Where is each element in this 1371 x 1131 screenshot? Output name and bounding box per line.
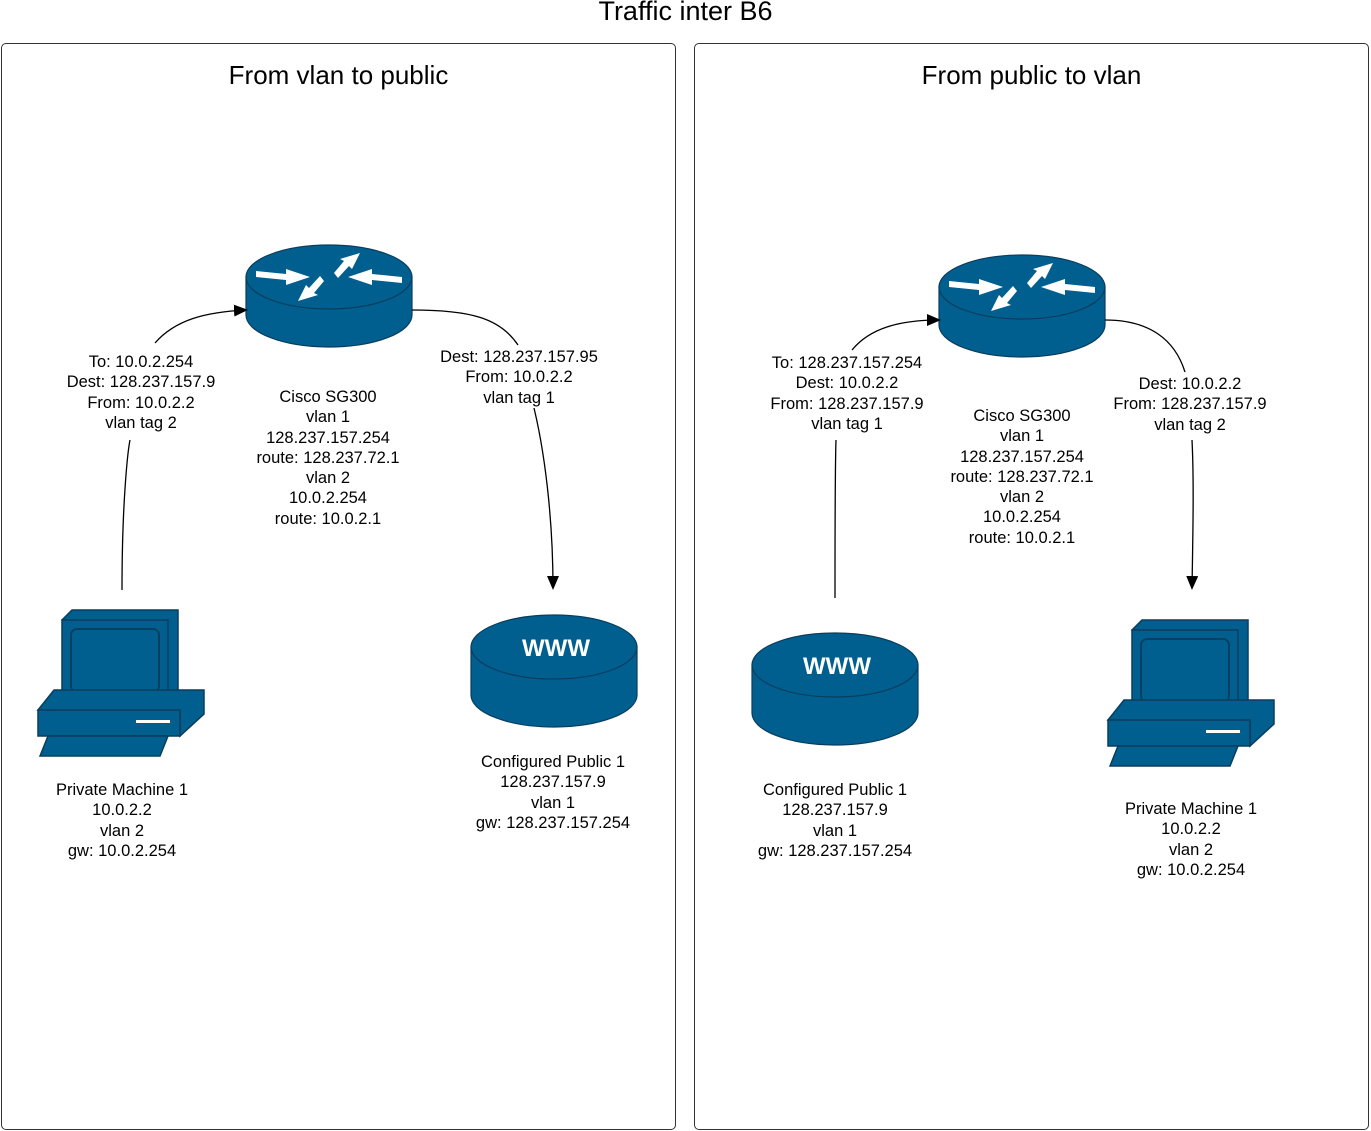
connector-line bbox=[411, 309, 519, 346]
connector-line bbox=[121, 439, 131, 591]
diagram-title: Traffic inter B6 bbox=[598, 0, 773, 26]
connector-arrow bbox=[154, 304, 248, 344]
destination-device-label: Private Machine 1 10.0.2.2 vlan 2 gw: 10… bbox=[1124, 800, 1258, 879]
connector-arrow bbox=[851, 314, 941, 351]
connector-arrow bbox=[1186, 439, 1199, 590]
panel-public-to-vlan bbox=[694, 43, 1369, 1130]
connector-arrow bbox=[531, 399, 559, 590]
computer-icon bbox=[1107, 619, 1275, 767]
outbound-edge-label: Dest: 128.237.157.95 From: 10.0.2.2 vlan… bbox=[437, 347, 601, 408]
inbound-edge-label: To: 10.0.2.254 Dest: 128.237.157.9 From:… bbox=[63, 352, 219, 434]
panel-vlan-to-public bbox=[1, 43, 676, 1130]
panel-heading: From public to vlan bbox=[921, 60, 1142, 90]
source-device-label: Configured Public 1 128.237.157.9 vlan 1… bbox=[757, 781, 913, 860]
router-icon bbox=[938, 254, 1106, 358]
www-server-icon bbox=[751, 632, 919, 746]
www-text: WWW bbox=[522, 635, 590, 662]
router-label: Cisco SG300 vlan 1 128.237.157.254 route… bbox=[950, 407, 1094, 547]
router-icon bbox=[245, 244, 413, 348]
outbound-edge-label: Dest: 10.0.2.2 From: 128.237.157.9 vlan … bbox=[1110, 374, 1270, 435]
router-label: Cisco SG300 vlan 1 128.237.157.254 route… bbox=[256, 388, 400, 528]
inbound-edge-label: To: 128.237.157.254 Dest: 10.0.2.2 From:… bbox=[767, 353, 927, 435]
connector-line bbox=[1104, 319, 1186, 373]
computer-icon bbox=[37, 609, 205, 757]
panel-heading: From vlan to public bbox=[228, 60, 449, 90]
www-server-icon bbox=[470, 614, 638, 728]
connector-line bbox=[834, 439, 837, 599]
source-device-label: Private Machine 1 10.0.2.2 vlan 2 gw: 10… bbox=[55, 781, 189, 860]
destination-device-label: Configured Public 1 128.237.157.9 vlan 1… bbox=[475, 753, 631, 832]
www-text: WWW bbox=[803, 653, 871, 680]
